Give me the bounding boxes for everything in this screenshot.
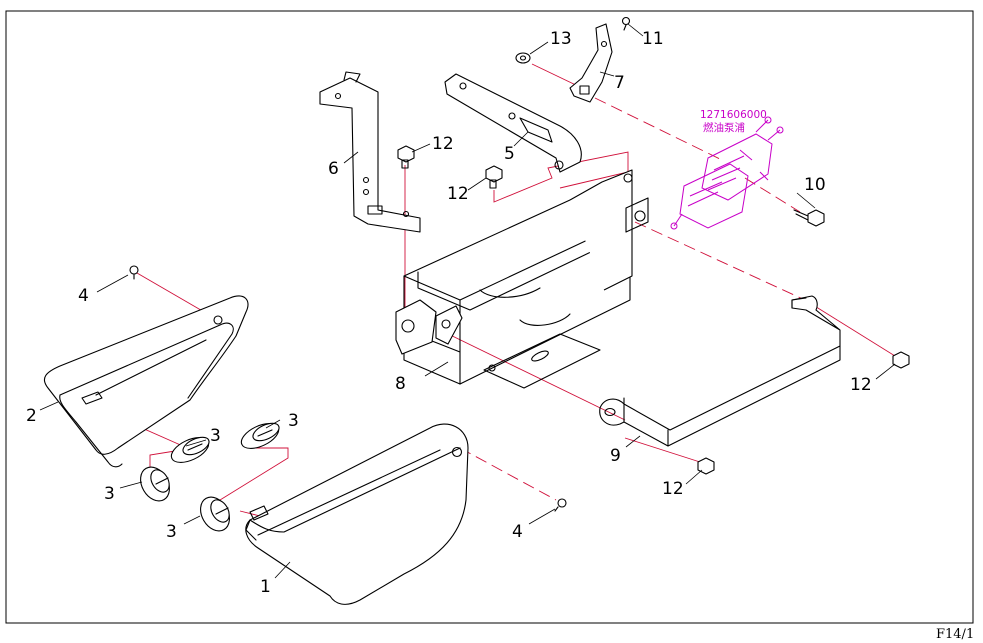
- callout-3: 3: [166, 522, 177, 542]
- bolt-12b: [485, 165, 503, 189]
- callout-3: 3: [210, 426, 221, 446]
- screw-11: [621, 16, 631, 31]
- callout-3: 3: [104, 484, 115, 504]
- screw-4b: [554, 498, 567, 512]
- leader-lines: [39, 23, 896, 579]
- screw-4a: [129, 265, 139, 280]
- bolt-12c: [892, 351, 910, 369]
- callout-4: 4: [512, 522, 523, 542]
- callout-labels: 1 2 3 3 3 3 4 4 5 6 7 8 9 10 11 12 12 12…: [26, 29, 872, 597]
- side-cover-left: [43, 295, 249, 468]
- bracket-6: [319, 71, 421, 233]
- callout-13: 13: [550, 29, 572, 49]
- callout-12: 12: [850, 375, 872, 395]
- page-reference: F14/1: [936, 627, 974, 642]
- grommet-d: [200, 496, 230, 532]
- fuel-pump-highlight: [670, 116, 784, 230]
- bolt-12a: [397, 145, 415, 169]
- callout-4: 4: [78, 286, 89, 306]
- drawing-frame: [5, 10, 974, 624]
- part-name-label: 燃油泵浦: [703, 121, 745, 134]
- grommet-c: [140, 466, 170, 502]
- retaining-strap-9: [599, 295, 841, 447]
- grommet-a: [170, 436, 210, 463]
- callout-9: 9: [610, 446, 621, 466]
- tray-bracket: [395, 169, 649, 389]
- assembly-dashed-lines: [459, 97, 806, 501]
- callout-5: 5: [504, 144, 515, 164]
- assembly-lines: [89, 63, 896, 517]
- callout-3: 3: [288, 411, 299, 431]
- washer-13: [515, 52, 531, 64]
- callout-10: 10: [804, 175, 826, 195]
- bolt-10: [793, 209, 825, 227]
- callout-11: 11: [642, 29, 664, 49]
- callout-2: 2: [26, 406, 37, 426]
- callout-8: 8: [395, 374, 406, 394]
- callout-6: 6: [328, 159, 339, 179]
- callout-12: 12: [432, 134, 454, 154]
- grommet-b: [240, 422, 280, 449]
- bracket-5: [444, 73, 582, 173]
- side-cover-right: [245, 423, 469, 605]
- clip-bracket-7: [569, 23, 613, 103]
- part-number-label: 1271606000: [700, 109, 767, 121]
- callout-7: 7: [614, 73, 625, 93]
- callout-1: 1: [260, 577, 271, 597]
- callout-12: 12: [662, 479, 684, 499]
- callout-12: 12: [447, 184, 469, 204]
